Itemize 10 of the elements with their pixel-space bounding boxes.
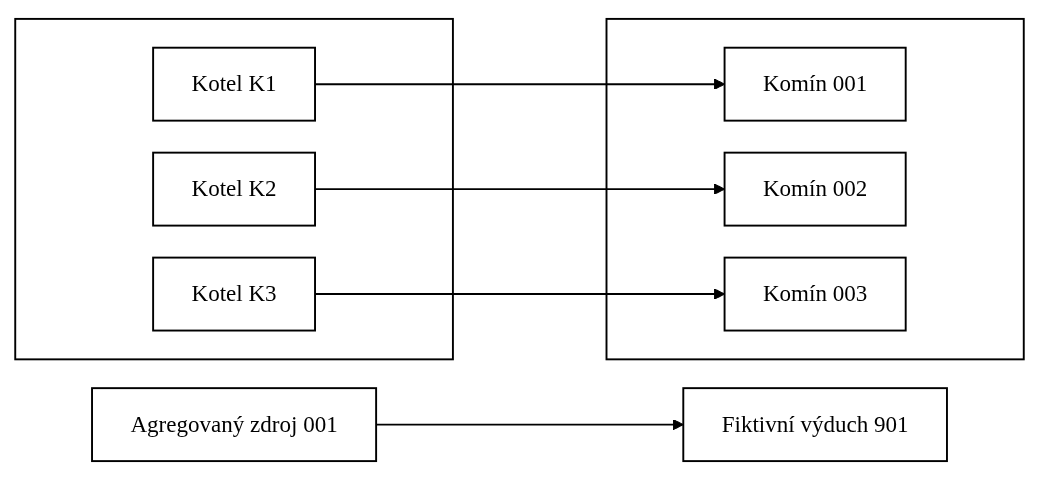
node-box: Komín 001 — [723, 46, 907, 122]
node-box: Fiktivní výduch 901 — [682, 387, 948, 463]
cluster — [14, 17, 454, 361]
node-box: Kotel K3 — [152, 256, 316, 332]
node-box: Kotel K1 — [152, 46, 316, 122]
cluster — [605, 17, 1025, 361]
node-box: Kotel K2 — [152, 151, 316, 227]
node-box: Agregovaný zdroj 001 — [91, 387, 378, 463]
node-box: Komín 003 — [723, 256, 907, 332]
node-box: Komín 002 — [723, 151, 907, 227]
